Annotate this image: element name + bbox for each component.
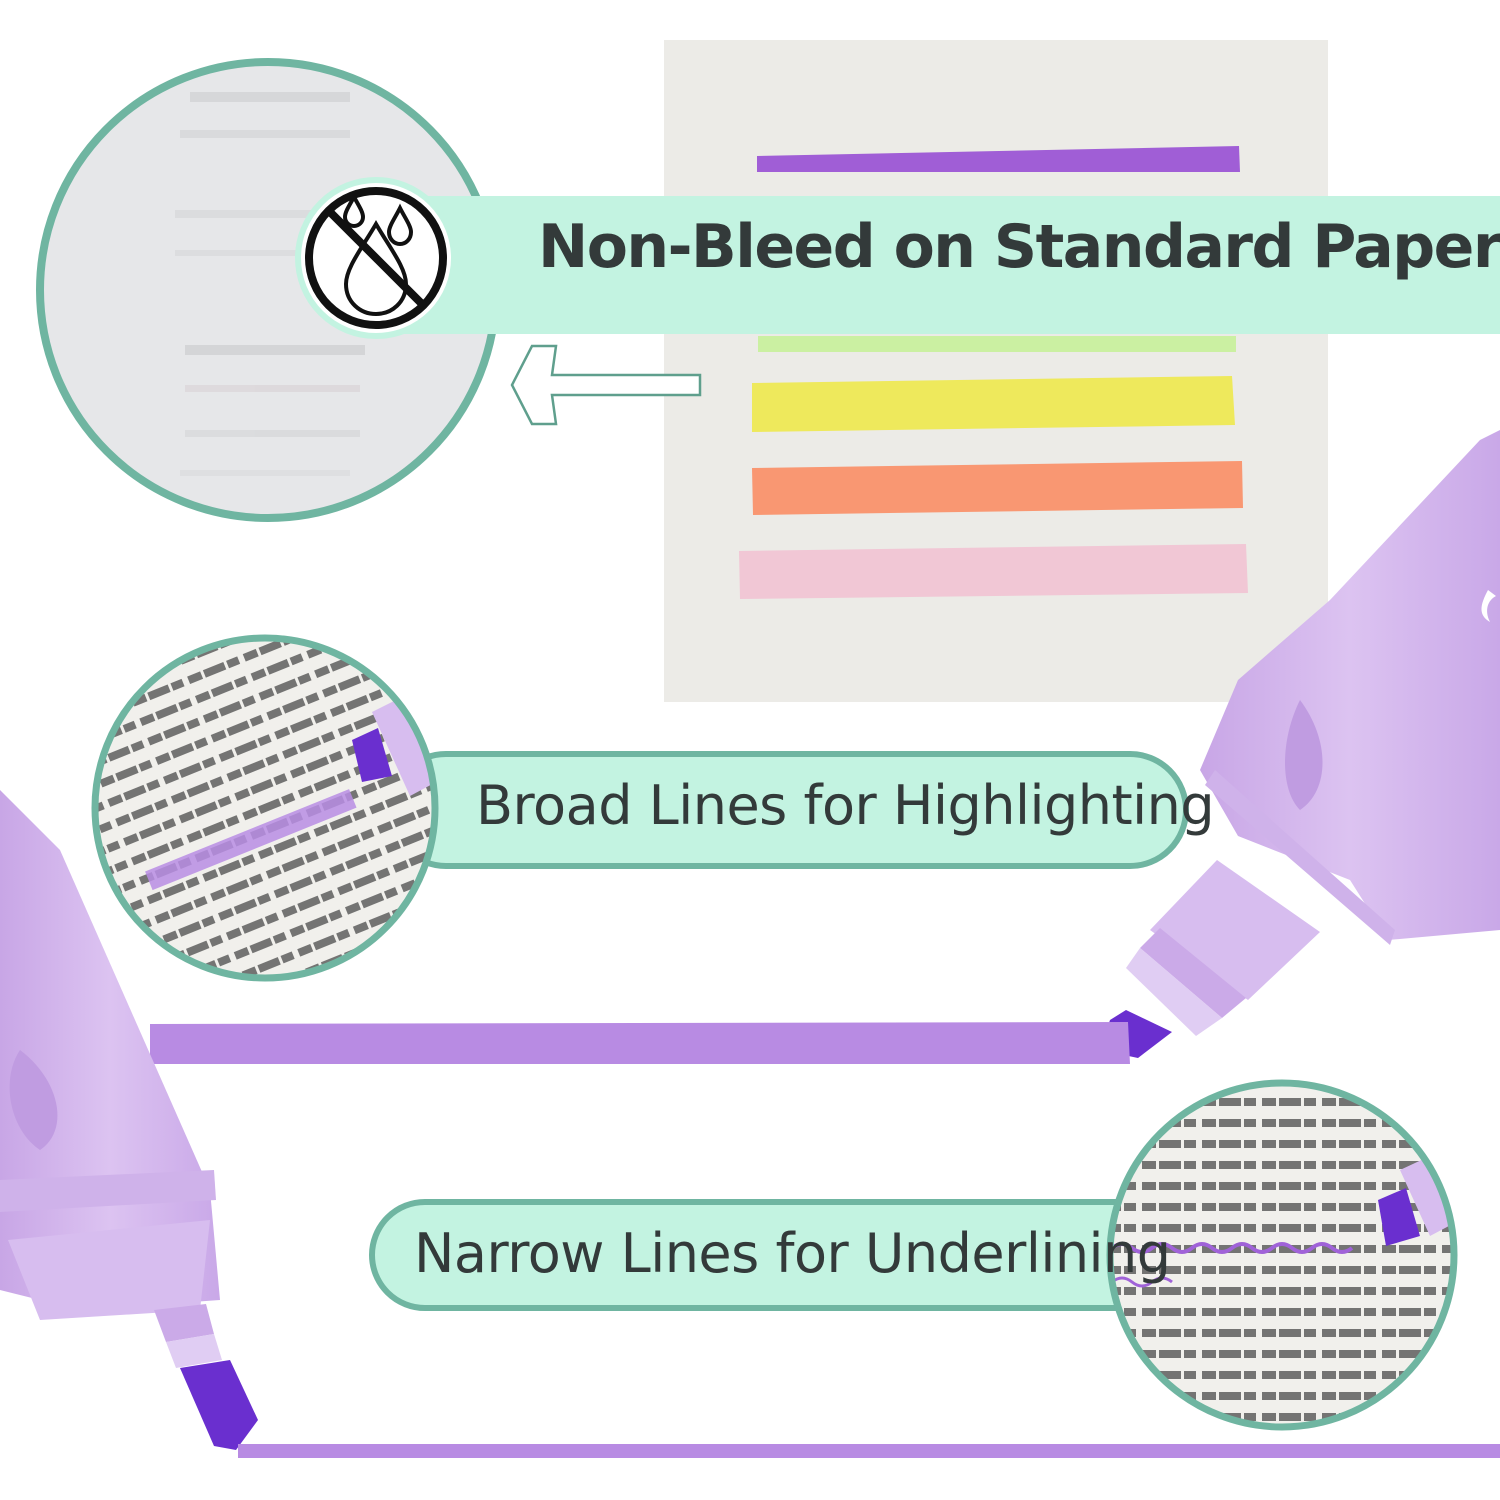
highlighter-left bbox=[0, 790, 258, 1450]
swatch-yellow bbox=[752, 376, 1235, 432]
no-bleed-circle bbox=[36, 58, 500, 522]
banner-broad-lines-text: Broad Lines for Highlighting bbox=[476, 774, 1215, 837]
swatch-green bbox=[758, 336, 1236, 352]
no-ink-drops-icon bbox=[295, 177, 457, 339]
narrow-line bbox=[238, 1444, 1500, 1458]
swatch-pink bbox=[739, 544, 1248, 599]
banner-non-bleed-text: Non-Bleed on Standard Papers bbox=[538, 212, 1500, 282]
paper-sample bbox=[664, 40, 1328, 702]
swatch-purple bbox=[757, 146, 1240, 172]
paper-background bbox=[664, 40, 1328, 702]
arrow-left-icon bbox=[510, 344, 702, 426]
banner-narrow-lines-text: Narrow Lines for Underlining bbox=[414, 1222, 1171, 1285]
highlighter-right bbox=[1100, 430, 1500, 1058]
narrow-underline-circle bbox=[1106, 1079, 1458, 1431]
banner-non-bleed bbox=[390, 196, 1500, 334]
broad-line bbox=[150, 1022, 1130, 1064]
swatch-orange bbox=[752, 461, 1243, 515]
